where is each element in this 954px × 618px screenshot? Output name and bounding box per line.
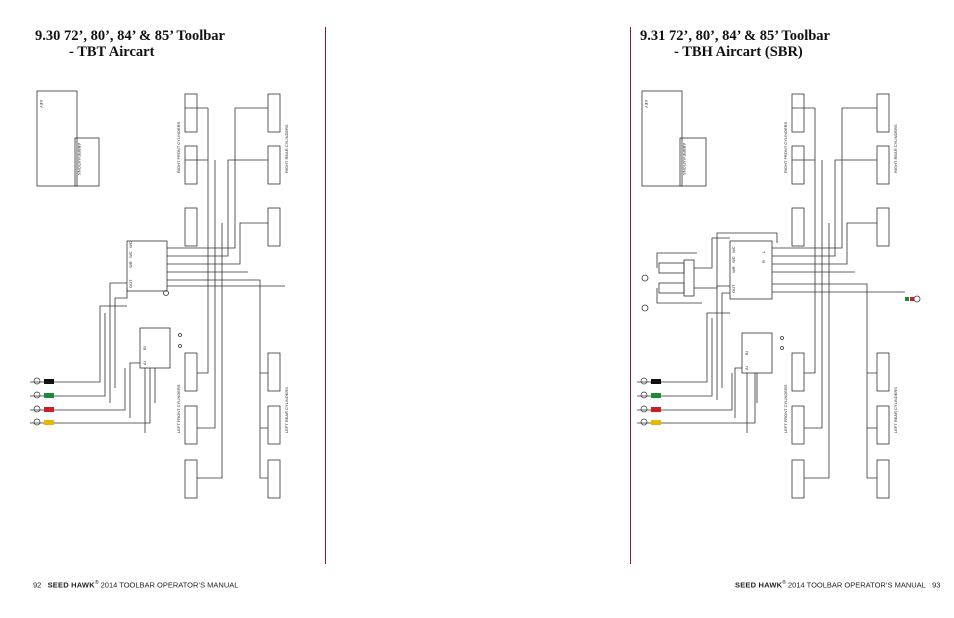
left-hydraulic-diagram: KEY ABBREVIATIONS OUT WR WC WC AI BI RIG… (30, 90, 289, 499)
right-block-wc2: WC (731, 246, 736, 253)
left-footer-text: 2014 TOOLBAR OPERATOR’S MANUAL (98, 580, 239, 590)
right-main-block (729, 240, 773, 300)
right-footer-brand: SEED HAWK (735, 580, 783, 590)
right-page-title: 9.31 72’, 80’, 84’ & 85’ Toolbar - TBH A… (640, 28, 830, 60)
right-block-wc: WC (731, 256, 736, 263)
right-title-line2: - TBH Aircart (SBR) (674, 44, 803, 60)
left-footer: 92 SEED HAWK® 2014 TOOLBAR OPERATOR’S MA… (33, 580, 238, 590)
right-block-l: L (761, 250, 766, 253)
right-cyl-rf: RIGHT FRONT CYLINDERS (783, 121, 788, 173)
right-page-number: 93 (932, 580, 941, 590)
right-block2-ai: AI (744, 366, 749, 370)
left-title-line1: 9.30 72’, 80’, 84’ & 85’ Toolbar (35, 28, 225, 44)
right-key-title: KEY (644, 100, 649, 108)
left-page-title: 9.30 72’, 80’, 84’ & 85’ Toolbar - TBT A… (35, 28, 225, 60)
right-footer-text: 2014 TOOLBAR OPERATOR’S MANUAL (785, 580, 926, 590)
left-page-number: 92 (33, 580, 42, 590)
right-divider-rule (630, 27, 631, 564)
left-hose-ends (33, 377, 54, 426)
right-cyl-lf: LEFT FRONT CYLINDERS (783, 384, 788, 433)
left-cyl-rf: RIGHT FRONT CYLINDERS (176, 121, 181, 173)
left-block-wr: WR (128, 261, 133, 268)
right-page: 9.31 72’, 80’, 84’ & 85’ Toolbar - TBH A… (477, 0, 954, 618)
left-page: 9.30 72’, 80’, 84’ & 85’ Toolbar - TBT A… (30, 28, 289, 590)
left-footer-reg: ® (94, 580, 99, 586)
right-block-wr: WR (731, 266, 736, 273)
left-abbr-box (74, 137, 100, 187)
left-block-out: OUT (128, 279, 133, 288)
left-footer-brand: SEED HAWK (47, 580, 95, 590)
left-cyl-lf: LEFT FRONT CYLINDERS (176, 384, 181, 433)
right-cyl-rr: RIGHT REAR CYLINDERS (893, 124, 898, 173)
left-key-title: KEY (39, 100, 44, 108)
left-cyl-rr: RIGHT REAR CYLINDERS (284, 124, 289, 173)
left-main-block (126, 240, 168, 292)
left-block-wc: WC (128, 251, 133, 258)
right-block2-bi: BI (744, 351, 749, 355)
left-block2-bi: BI (142, 346, 147, 350)
right-block-r: R (761, 260, 766, 263)
right-hydraulic-diagram: KEY ABBREVIATIONS OUT WR WC WC R L AI BI… (637, 90, 921, 499)
right-footer-reg: ® (782, 580, 786, 586)
left-abbr-title: ABBREVIATIONS (77, 143, 82, 175)
right-abbr-title: ABBREVIATIONS (682, 143, 687, 175)
left-key-box (36, 90, 78, 187)
left-title-line2: - TBT Aircart (69, 44, 155, 60)
right-cyl-lr: LEFT REAR CYLINDERS (893, 387, 898, 433)
left-divider-rule (325, 27, 326, 564)
left-block2-ai: AI (142, 361, 147, 365)
right-abbr-box (679, 137, 707, 187)
right-title-line1: 9.31 72’, 80’, 84’ & 85’ Toolbar (640, 28, 830, 44)
left-cyl-lr: LEFT REAR CYLINDERS (284, 387, 289, 433)
left-block-wc2: WC (128, 241, 133, 248)
right-block-out: OUT (731, 284, 736, 293)
right-footer: SEED HAWK® 2014 TOOLBAR OPERATOR’S MANUA… (735, 580, 940, 590)
right-hose-ends (640, 297, 914, 426)
right-key-box (641, 90, 683, 187)
